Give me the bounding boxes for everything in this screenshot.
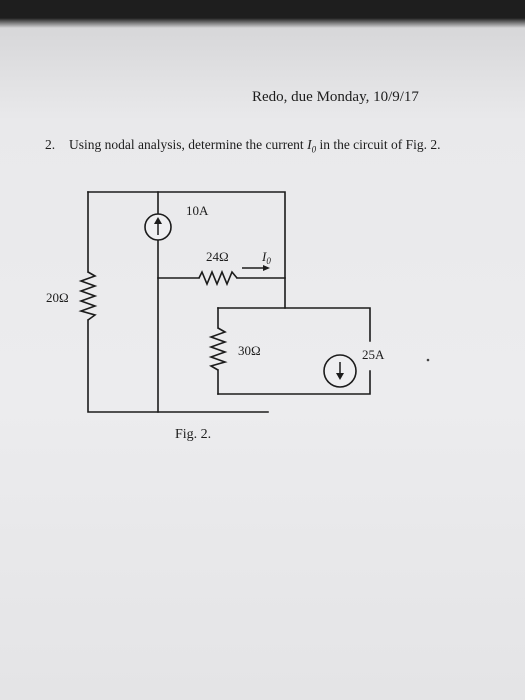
label-25A: 25A xyxy=(362,347,385,362)
stray-dot xyxy=(426,358,430,362)
current-source-10A xyxy=(144,213,172,241)
resistor-30-ohm xyxy=(208,327,228,371)
current-arrow xyxy=(242,265,270,271)
resistor-24-ohm xyxy=(198,269,238,287)
problem-number: 2. xyxy=(45,137,56,152)
current-source-25A xyxy=(323,354,357,388)
problem-statement: 2. Using nodal analysis, determine the cu… xyxy=(45,137,441,155)
assignment-header: Redo, due Monday, 10/9/17 xyxy=(252,89,419,105)
wire-right-box-bottom xyxy=(217,370,371,395)
problem-text-after: in the circuit of Fig. 2. xyxy=(316,137,441,152)
worksheet-page: Redo, due Monday, 10/9/17 2. Using nodal … xyxy=(0,18,525,700)
wire-right-box xyxy=(217,307,371,342)
wire-top xyxy=(87,191,286,309)
current-symbol: I0 xyxy=(307,137,317,155)
wire-left-bottom xyxy=(87,319,269,413)
circuit-diagram: 10A 24Ω I0 20Ω 30Ω 25A xyxy=(46,191,430,413)
figure-caption: Fig. 2. xyxy=(175,427,212,442)
resistor-20-ohm xyxy=(78,271,98,321)
problem-text-before: Using nodal analysis, determine the curr… xyxy=(69,137,308,152)
label-30-ohm: 30Ω xyxy=(238,343,261,358)
label-10A: 10A xyxy=(186,203,209,218)
label-current: I0 xyxy=(261,249,271,266)
label-24-ohm: 24Ω xyxy=(206,249,229,264)
label-20-ohm: 20Ω xyxy=(46,290,69,305)
